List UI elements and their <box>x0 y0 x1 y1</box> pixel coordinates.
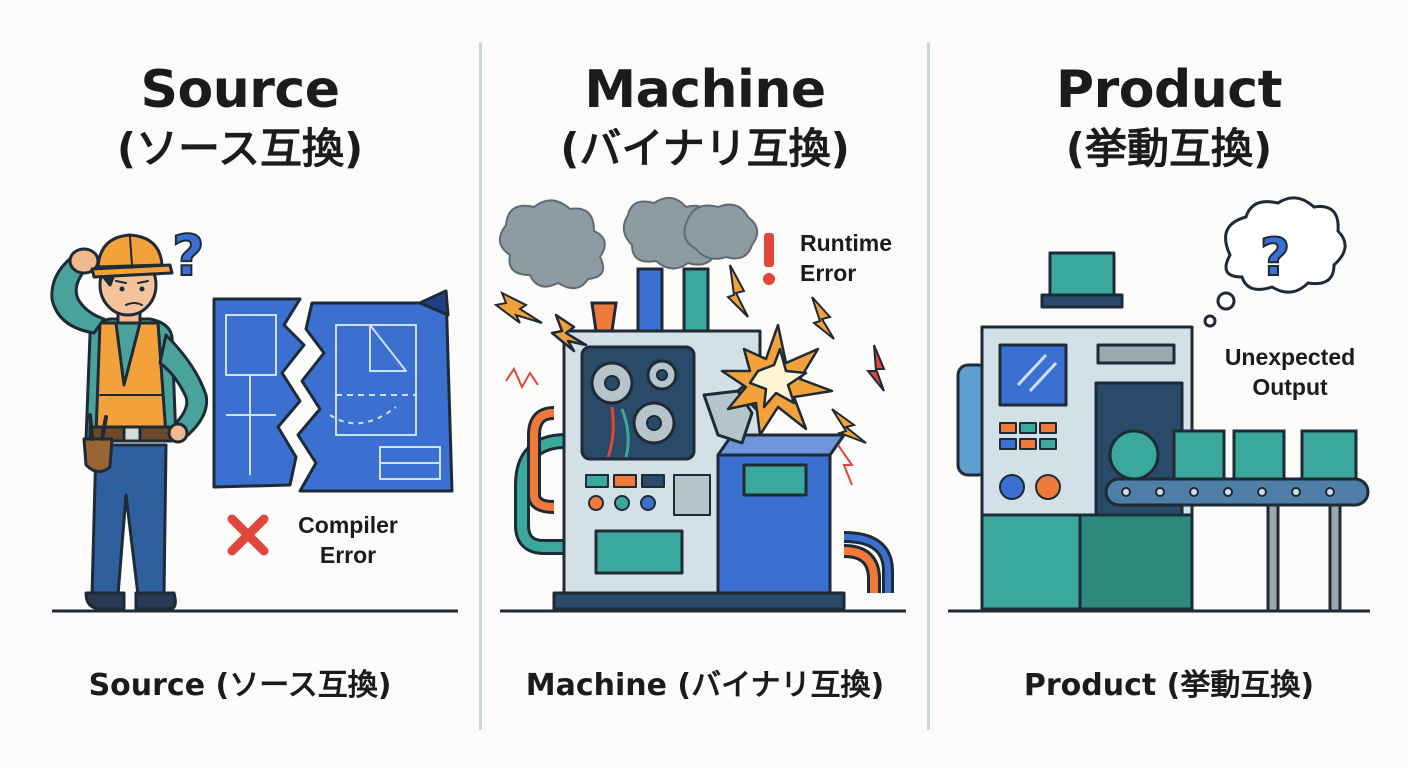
panel-caption: Source (ソース互換) <box>88 668 392 703</box>
annotation-line-2: Error <box>800 260 856 286</box>
svg-text:?: ? <box>1260 228 1290 288</box>
panel-subtitle: (バイナリ互換) <box>560 124 850 173</box>
panel-subtitle: (挙動互換) <box>1065 124 1273 173</box>
factory-machine-icon <box>956 251 1194 611</box>
torn-blueprint-icon <box>212 289 454 493</box>
worker-icon <box>50 233 209 611</box>
smoke-icon <box>499 196 759 290</box>
lightning-icon <box>493 264 886 486</box>
panel-caption: Product (挙動互換) <box>1023 668 1315 703</box>
question-mark-icon: ? <box>1259 227 1291 289</box>
annotation-line-1: Unexpected <box>1225 344 1355 370</box>
question-mark-icon: ? <box>171 223 205 290</box>
exclamation-icon <box>763 233 775 285</box>
panel-source: Source (ソース互換) <box>0 0 480 768</box>
panel-subtitle: (ソース互換) <box>116 124 364 173</box>
exploding-machine-icon <box>552 329 846 611</box>
source-illustration: ? Compil <box>50 223 458 613</box>
annotation-line-1: Compiler <box>298 512 398 538</box>
annotation-line-2: Output <box>1252 374 1328 400</box>
panel-title: Machine <box>584 60 826 120</box>
panel-caption: Machine (バイナリ互換) <box>525 668 885 703</box>
thought-bubble-icon <box>1203 196 1347 328</box>
svg-text:?: ? <box>172 224 204 289</box>
product-illustration: ? Unexpected Output <box>948 196 1370 613</box>
panel-machine: Machine (バイナリ互換) <box>482 0 928 768</box>
panel-title: Source <box>140 60 340 120</box>
annotation-line-2: Error <box>320 542 376 568</box>
annotation-line-1: Runtime <box>800 230 892 256</box>
red-x-icon <box>227 514 269 556</box>
panel-product: Product (挙動互換) ? Unexpected Output <box>930 0 1408 768</box>
panel-title: Product <box>1056 60 1282 120</box>
divider <box>927 42 930 730</box>
machine-illustration: Runtime Error <box>493 196 906 613</box>
divider <box>479 42 482 730</box>
conveyor-belt-icon <box>1104 429 1370 613</box>
